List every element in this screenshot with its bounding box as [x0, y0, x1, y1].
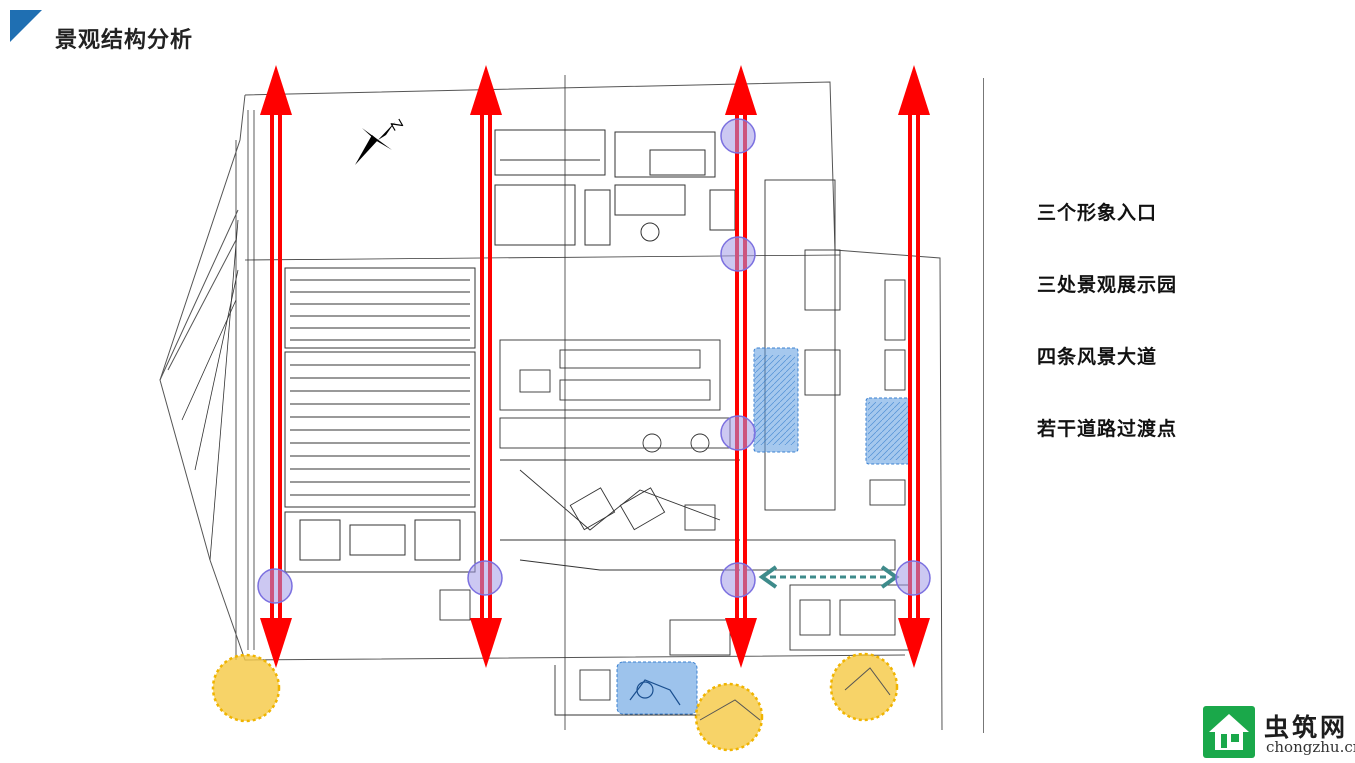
- site-plan: Z: [159, 65, 943, 752]
- warehouse-block: [284, 267, 476, 573]
- avenue-arrow-1: [260, 65, 292, 668]
- garden-zone-south: [616, 661, 698, 715]
- watermark-domain: chongzhu.cn: [1266, 738, 1355, 756]
- watermark-name: 虫筑网: [1264, 713, 1349, 742]
- scenic-avenue-arrows: [260, 65, 930, 668]
- transition-point: [720, 415, 756, 451]
- legend-list: 三个形象入口 三处景观展示园 四条风景大道 若干道路过渡点: [1037, 198, 1177, 486]
- process-area: [499, 339, 740, 541]
- title-corner-mark: [10, 10, 42, 42]
- image-entrances: [211, 652, 899, 752]
- road-transition-points: [257, 118, 931, 604]
- entrance-circle-east: [829, 652, 899, 722]
- transition-point: [257, 568, 293, 604]
- legend-item-entrances: 三个形象入口: [1037, 202, 1158, 224]
- entrance-circle-south: [694, 682, 764, 752]
- transition-point: [467, 560, 503, 596]
- page-title: 景观结构分析: [55, 28, 194, 53]
- landscape-garden-zones: [616, 347, 911, 715]
- avenue-arrow-3: [725, 65, 757, 668]
- transition-point: [720, 236, 756, 272]
- upper-buildings: [494, 129, 736, 246]
- lower-buildings: [439, 559, 740, 716]
- north-compass: Z: [355, 117, 405, 165]
- avenue-arrow-4: [898, 65, 930, 668]
- svg-text:Z: Z: [387, 117, 406, 133]
- divider-line: [983, 78, 984, 733]
- transition-point: [720, 118, 756, 154]
- avenue-arrow-2: [470, 65, 502, 668]
- legend-item-gardens: 三处景观展示园: [1037, 274, 1178, 296]
- transition-point: [720, 562, 756, 598]
- entrance-circle-west: [211, 653, 281, 723]
- house-logo-icon: [1203, 706, 1255, 758]
- legend-item-transitions: 若干道路过渡点: [1037, 418, 1178, 440]
- transition-point: [895, 560, 931, 596]
- legend-item-avenues: 四条风景大道: [1037, 346, 1158, 368]
